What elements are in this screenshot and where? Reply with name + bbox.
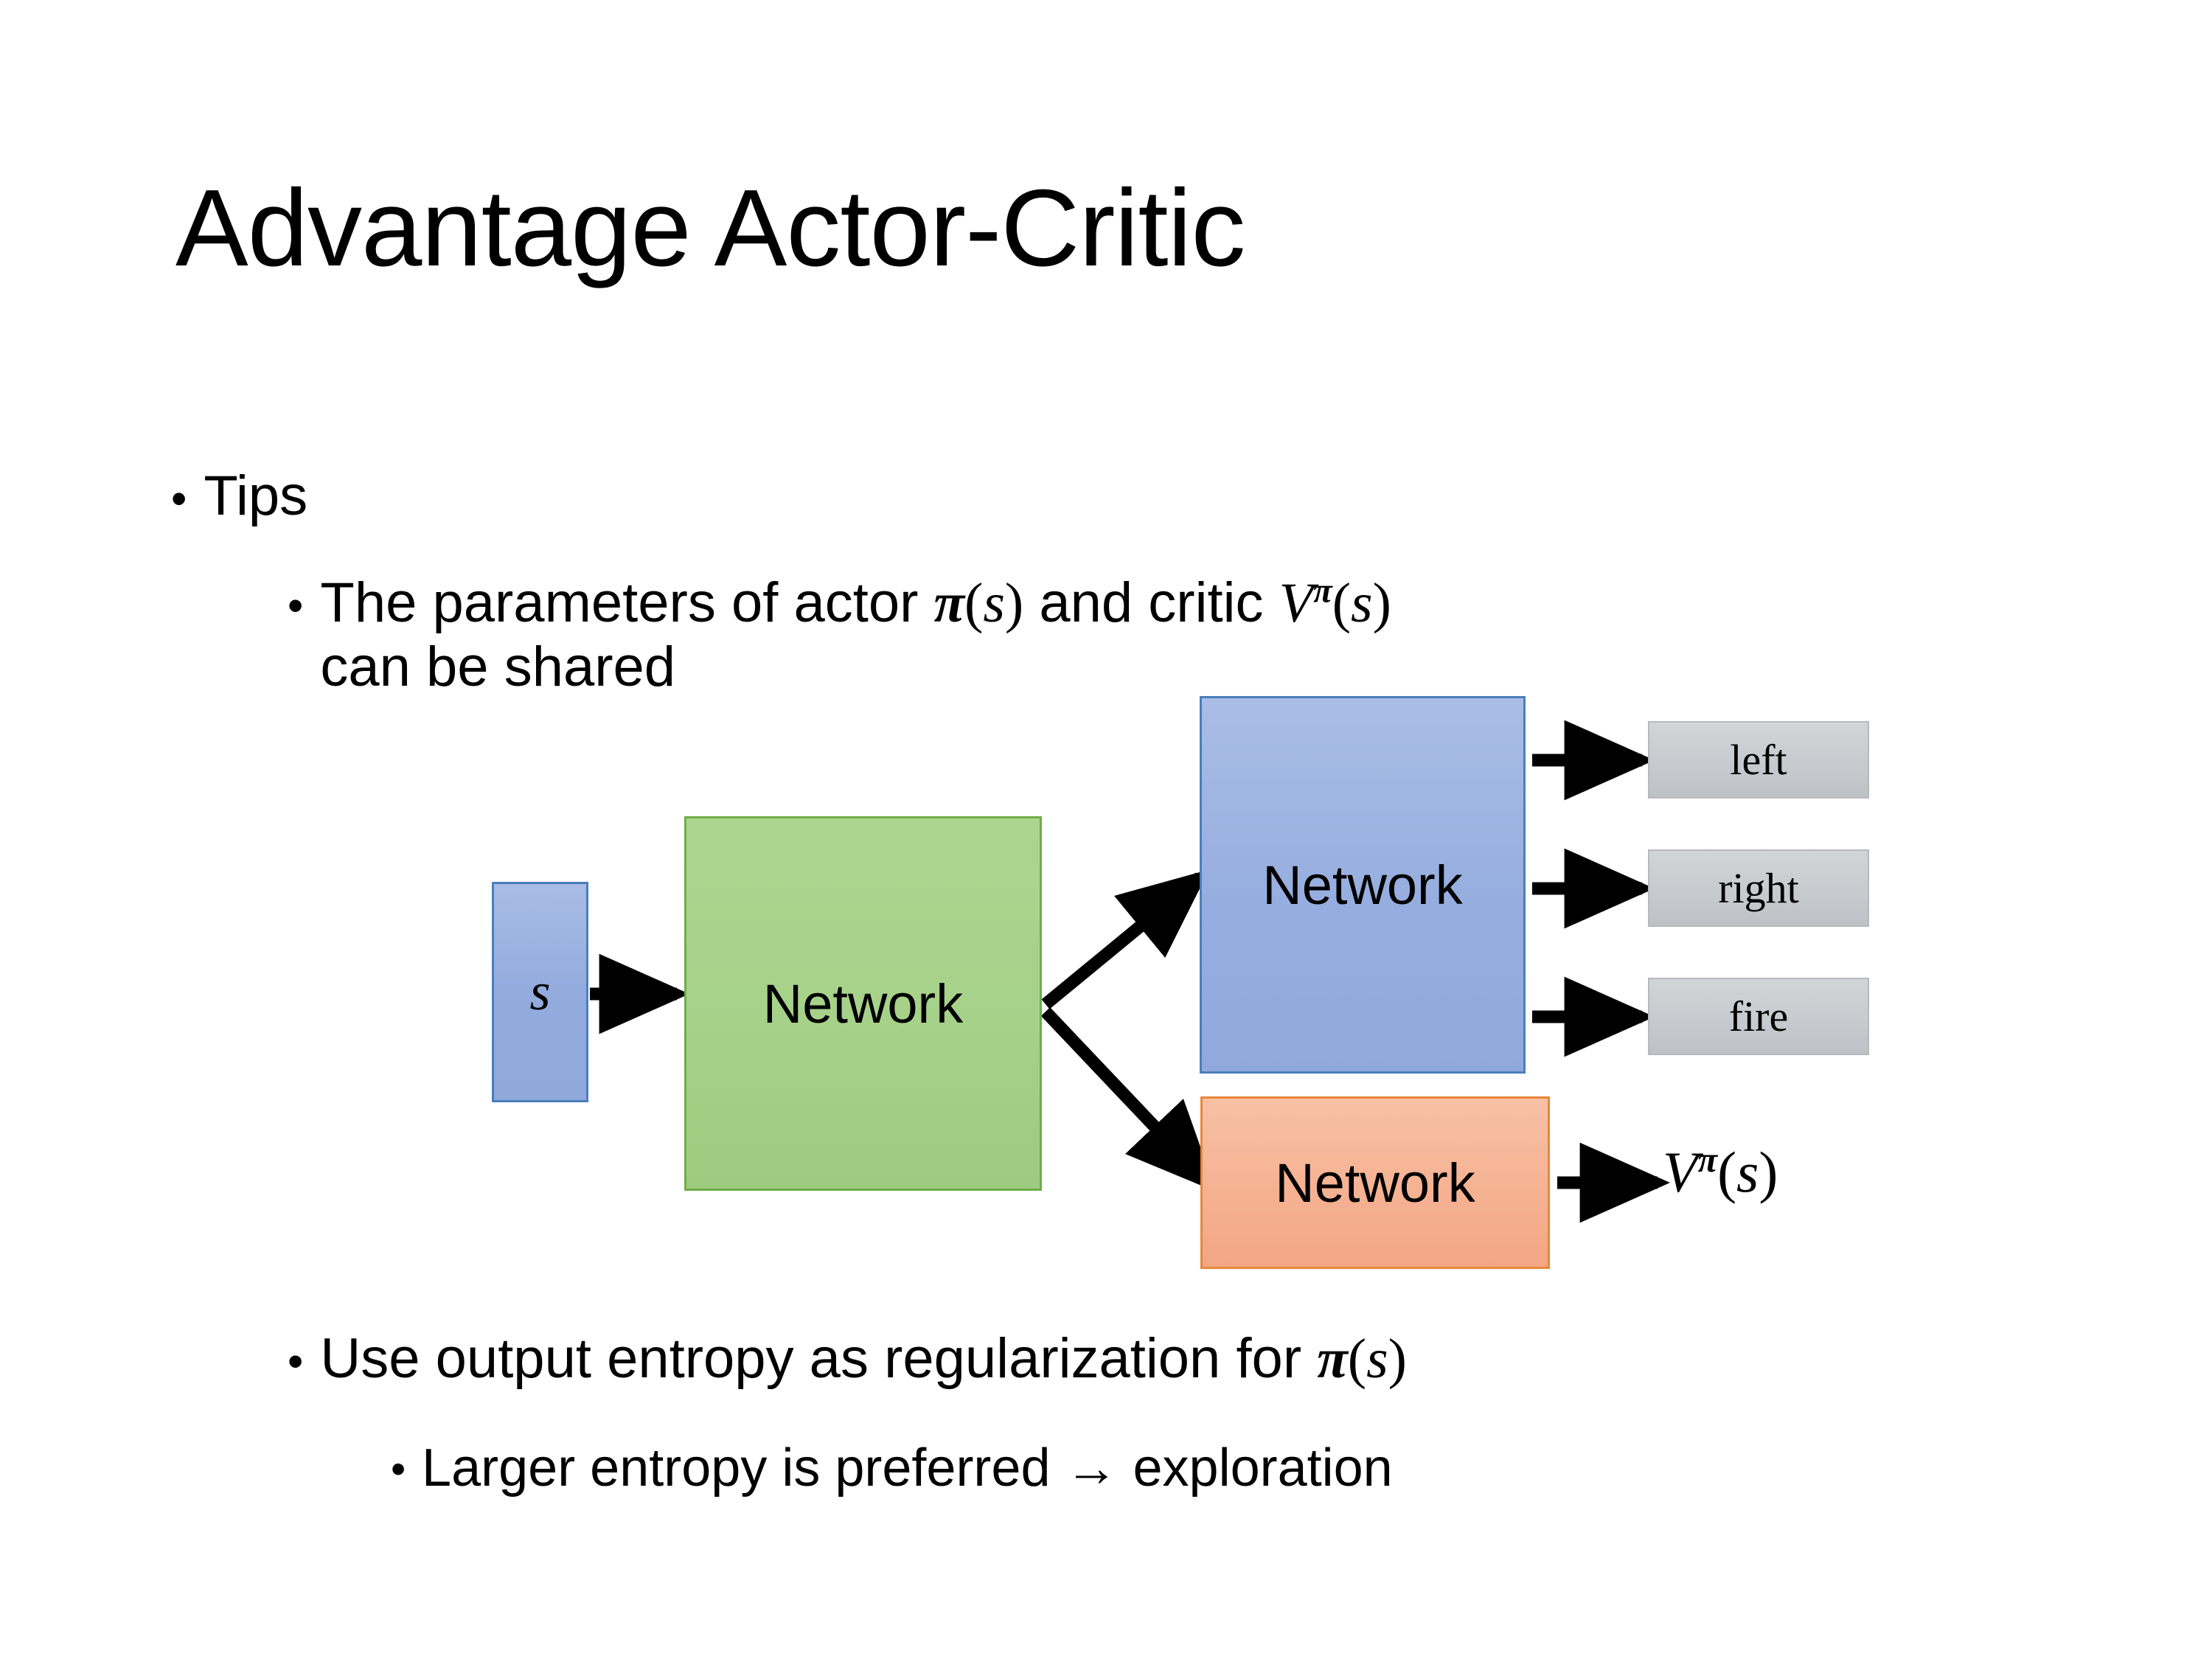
state-node-label: s (529, 962, 551, 1021)
state-node[interactable]: s (492, 882, 588, 1102)
policy-pi-of-s-inline: π(s) (934, 572, 1024, 634)
close-paren: ) (1004, 572, 1024, 634)
close-paren: ) (1759, 1140, 1778, 1204)
s-symbol: s (1366, 1328, 1388, 1390)
pi-symbol: π (933, 572, 965, 634)
bullet-marker-icon: • (288, 580, 304, 630)
action-output-left[interactable]: left (1648, 721, 1869, 799)
open-paren: ( (964, 572, 984, 634)
action-output-right[interactable]: right (1648, 849, 1869, 927)
open-paren: ( (1347, 1328, 1367, 1390)
bullet-tips-label: Tips (204, 465, 308, 527)
s-symbol: s (1736, 1140, 1759, 1204)
policy-pi-of-s-inline: π(s) (1317, 1328, 1407, 1390)
s-symbol: s (1351, 572, 1373, 634)
page-title: Advantage Actor-Critic (175, 167, 1245, 289)
v-symbol: V (1279, 572, 1314, 634)
bullet-shared-parameters: • The parameters of actor π(s) and criti… (288, 571, 2072, 699)
bullet-tips: • Tips (171, 465, 307, 527)
shared-network-label: Network (762, 973, 964, 1034)
bullet-marker-icon: • (391, 1445, 406, 1493)
entropy-prefix: Use output entropy as regularization for (320, 1327, 1318, 1390)
bullet-shared-parameters-text: The parameters of actor π(s) and critic … (320, 571, 2072, 699)
shared-params-line2: can be shared (320, 635, 676, 698)
bullet-entropy-text: Use output entropy as regularization for… (320, 1327, 2057, 1391)
pi-superscript: π (1697, 1141, 1718, 1180)
close-paren: ) (1372, 572, 1391, 634)
bullet-entropy-regularization: • Use output entropy as regularization f… (288, 1327, 2057, 1391)
pi-superscript: π (1313, 571, 1332, 611)
s-symbol: s (983, 572, 1005, 634)
bullet-exploration-label: Larger entropy is preferred → exploratio… (422, 1439, 1393, 1498)
bullet-marker-icon: • (171, 473, 187, 524)
bullet-exploration: • Larger entropy is preferred → explorat… (391, 1438, 2087, 1498)
value-argument: (s) (1717, 1140, 1778, 1204)
bullet-marker-icon: • (288, 1335, 304, 1386)
action-output-fire[interactable]: fire (1648, 978, 1869, 1055)
actor-network-node[interactable]: Network (1200, 696, 1526, 1074)
pi-symbol: π (1317, 1328, 1348, 1390)
critic-value-output-label: Vπ(s) (1663, 1139, 1778, 1206)
shared-params-mid: and critic (1023, 571, 1279, 634)
open-paren: ( (1717, 1140, 1737, 1204)
shared-params-prefix: The parameters of actor (320, 571, 934, 634)
open-paren: ( (1332, 572, 1352, 634)
shared-network-node[interactable]: Network (684, 816, 1042, 1191)
arrow-shared-to-critic (1040, 1007, 1217, 1192)
close-paren: ) (1388, 1328, 1407, 1390)
action-output-left-label: left (1730, 736, 1787, 784)
v-symbol: V (1663, 1140, 1698, 1204)
action-output-right-label: right (1718, 864, 1799, 912)
critic-network-label: Network (1275, 1152, 1475, 1214)
actor-network-label: Network (1262, 854, 1463, 916)
action-output-fire-label: fire (1728, 992, 1789, 1040)
critic-network-node[interactable]: Network (1200, 1096, 1550, 1269)
value-v-pi-of-s-inline: Vπ(s) (1279, 572, 1391, 634)
arrow-shared-to-actor (1041, 869, 1210, 1009)
